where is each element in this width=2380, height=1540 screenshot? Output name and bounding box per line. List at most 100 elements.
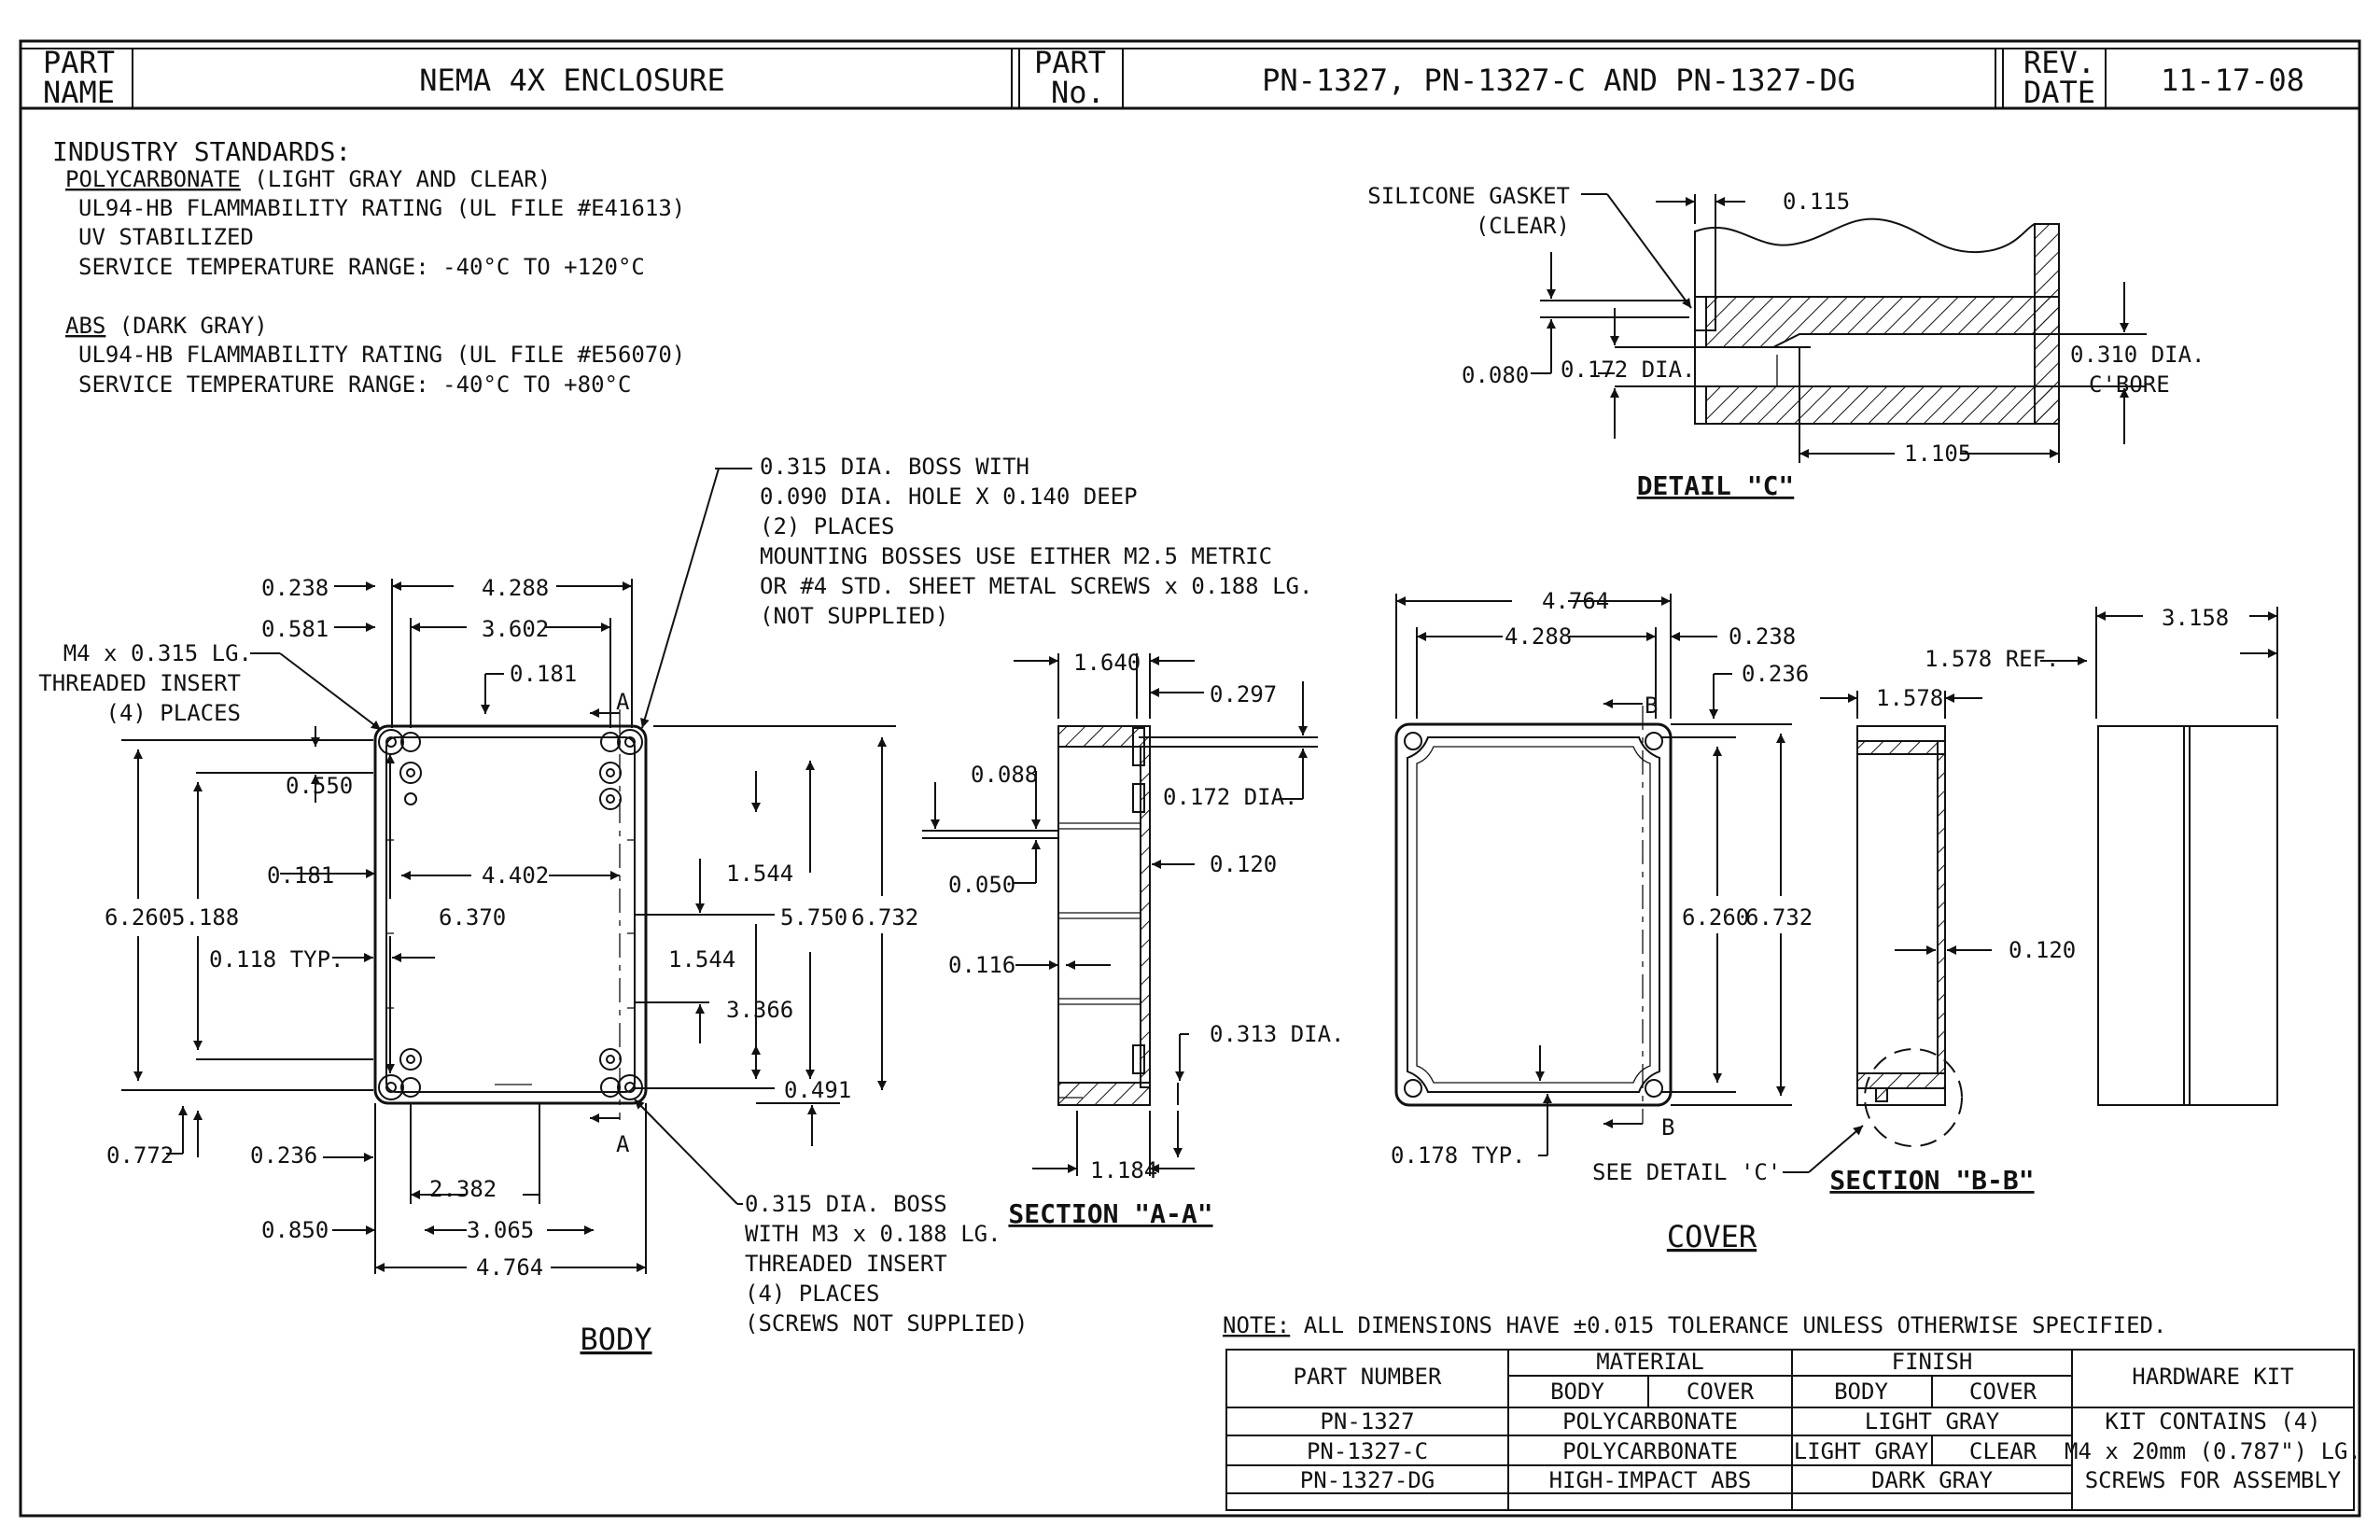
row2-finish-cover: CLEAR — [1969, 1438, 2037, 1464]
section-b-top: B — [1645, 693, 1658, 719]
pc-suffix: (LIGHT GRAY AND CLEAR) — [241, 166, 551, 192]
th-material-cover: COVER — [1687, 1379, 1755, 1405]
pc-name: POLYCARBONATE — [65, 166, 241, 192]
gasket-note-2: (CLEAR) — [1476, 213, 1570, 239]
dim-0236: 0.236 — [250, 1142, 317, 1169]
pc-line-2: UV STABILIZED — [78, 224, 254, 250]
dim-4764: 4.764 — [476, 1254, 543, 1281]
dim-0050: 0.050 — [948, 872, 1015, 898]
dim-1578-ref: 1.578 REF. — [1925, 646, 2060, 672]
body-inner-wall — [385, 736, 636, 1093]
dim-0310-dia: 0.310 DIA. — [2070, 342, 2205, 368]
dim-6260: 6.260 — [105, 904, 172, 931]
svg-text:POLYCARBONATE (LIGHT GRAY AND: POLYCARBONATE (LIGHT GRAY AND CLEAR) — [65, 166, 551, 192]
detail-c-title: DETAIL "C" — [1637, 470, 1795, 501]
dim-0115: 0.115 — [1783, 189, 1850, 215]
kit-line-1: KIT CONTAINS (4) — [2105, 1408, 2320, 1435]
boss-note-2: 0.090 DIA. HOLE X 0.140 DEEP — [760, 483, 1138, 510]
dim-0850: 0.850 — [261, 1217, 329, 1243]
abs-line-2: SERVICE TEMPERATURE RANGE: -40°C TO +80°… — [78, 371, 631, 398]
part-no-value: PN-1327, PN-1327-C AND PN-1327-DG — [1262, 63, 1855, 98]
side-view-outline — [2097, 725, 2278, 1106]
dim-4402: 4.402 — [482, 862, 549, 889]
part-name-label-1: PART — [43, 45, 115, 80]
dim-0581: 0.581 — [261, 616, 329, 642]
th-material: MATERIAL — [1596, 1349, 1704, 1375]
boss2-note-4: (4) PLACES — [745, 1281, 880, 1307]
body-view-title: BODY — [580, 1322, 651, 1357]
dim-3065: 3.065 — [467, 1217, 534, 1243]
th-part-number: PART NUMBER — [1294, 1364, 1442, 1390]
gasket-note-1: SILICONE GASKET — [1367, 183, 1570, 209]
dim-1544-b: 1.544 — [668, 946, 735, 973]
dim-0172-dia-c: 0.172 DIA. — [1561, 357, 1696, 383]
dim-5750: 5.750 — [780, 904, 847, 931]
dim-6260-c: 6.260 — [1682, 904, 1749, 931]
cover-gasket-outer — [1407, 736, 1660, 1093]
dim-0772: 0.772 — [106, 1142, 174, 1169]
dim-0238: 0.238 — [261, 575, 329, 601]
part-no-label-2: No. — [1051, 75, 1105, 110]
boss-note-4: MOUNTING BOSSES USE EITHER M2.5 METRIC — [760, 543, 1272, 569]
dim-0172-dia: 0.172 DIA. — [1163, 784, 1298, 810]
dim-1640: 1.640 — [1073, 650, 1141, 676]
th-hardware-kit: HARDWARE KIT — [2132, 1364, 2293, 1390]
dim-0550: 0.550 — [286, 773, 353, 799]
section-bb-title: SECTION "B-B" — [1829, 1165, 2034, 1196]
boss-note-5: OR #4 STD. SHEET METAL SCREWS x 0.188 LG… — [760, 573, 1312, 599]
svg-text:NOTE: ALL DIMENSIONS HAVE ±0.0: NOTE: ALL DIMENSIONS HAVE ±0.015 TOLERAN… — [1223, 1312, 2166, 1338]
dim-0313-dia: 0.313 DIA. — [1210, 1021, 1345, 1047]
dim-0236-c: 0.236 — [1742, 661, 1809, 687]
section-aa-view: 1.640 0.297 0.088 0.172 DIA. 0.050 0.120… — [922, 650, 1345, 1229]
dim-3602: 3.602 — [482, 616, 549, 642]
section-a-top: A — [616, 689, 630, 715]
abs-suffix: (DARK GRAY) — [105, 313, 267, 339]
th-finish-cover: COVER — [1969, 1379, 2037, 1405]
part-name-value: NEMA 4X ENCLOSURE — [419, 63, 725, 98]
dim-3366: 3.366 — [726, 997, 793, 1023]
th-finish: FINISH — [1892, 1349, 1973, 1375]
dim-0088: 0.088 — [971, 762, 1038, 788]
dim-4288: 4.288 — [482, 575, 549, 601]
dim-1578: 1.578 — [1876, 685, 1943, 711]
rev-label-1: REV. — [2023, 45, 2095, 80]
svg-text:ABS (DARK GRAY): ABS (DARK GRAY) — [65, 313, 268, 339]
boss-note-6: (NOT SUPPLIED) — [760, 603, 948, 629]
pc-line-3: SERVICE TEMPERATURE RANGE: -40°C TO +120… — [78, 254, 645, 280]
dim-0181-side: 0.181 — [267, 862, 334, 889]
row2-material: POLYCARBONATE — [1562, 1438, 1738, 1464]
dim-0120-b: 0.120 — [2009, 937, 2076, 963]
industry-standards: INDUSTRY STANDARDS: POLYCARBONATE (LIGHT… — [52, 136, 685, 398]
dim-0181-top: 0.181 — [510, 661, 577, 687]
th-finish-body: BODY — [1834, 1379, 1888, 1405]
boss2-note-5: (SCREWS NOT SUPPLIED) — [745, 1310, 1028, 1337]
boss-note-3: (2) PLACES — [760, 513, 895, 539]
abs-name: ABS — [65, 313, 105, 339]
dim-0116: 0.116 — [948, 952, 1015, 978]
body-view: A A — [38, 454, 1312, 1357]
boss2-note-1: 0.315 DIA. BOSS — [745, 1191, 947, 1217]
title-block: PART NAME NEMA 4X ENCLOSURE PART No. PN-… — [21, 45, 2359, 110]
dim-5188: 5.188 — [172, 904, 239, 931]
note-text: ALL DIMENSIONS HAVE ±0.015 TOLERANCE UNL… — [1290, 1312, 2166, 1338]
cover-gasket-inner — [1416, 746, 1651, 1084]
boss-note-1: 0.315 DIA. BOSS WITH — [760, 454, 1029, 480]
dim-1105: 1.105 — [1904, 441, 1971, 467]
section-bb-view: 1.578 REF. 1.578 0.120 3.158 SECTION "B-… — [1820, 605, 2278, 1196]
th-material-body: BODY — [1550, 1379, 1604, 1405]
detail-c-callout-circle — [1864, 1048, 1963, 1147]
row2-finish-body: LIGHT GRAY — [1794, 1438, 1929, 1464]
dim-0297: 0.297 — [1210, 681, 1277, 707]
dim-0120: 0.120 — [1210, 851, 1277, 877]
body-corner-bosses — [378, 729, 643, 1100]
boss2-note-3: THREADED INSERT — [745, 1251, 947, 1277]
insert-note-1: M4 x 0.315 LG. — [63, 640, 252, 666]
dim-0118-typ: 0.118 TYP. — [209, 946, 344, 973]
row3-finish: DARK GRAY — [1871, 1467, 1994, 1493]
see-detail-c: SEE DETAIL 'C' — [1592, 1159, 1781, 1185]
rev-label-2: DATE — [2023, 75, 2095, 110]
row1-part: PN-1327 — [1320, 1408, 1414, 1435]
insert-note-2: THREADED INSERT — [38, 670, 241, 696]
section-aa-title: SECTION "A-A" — [1008, 1198, 1212, 1229]
